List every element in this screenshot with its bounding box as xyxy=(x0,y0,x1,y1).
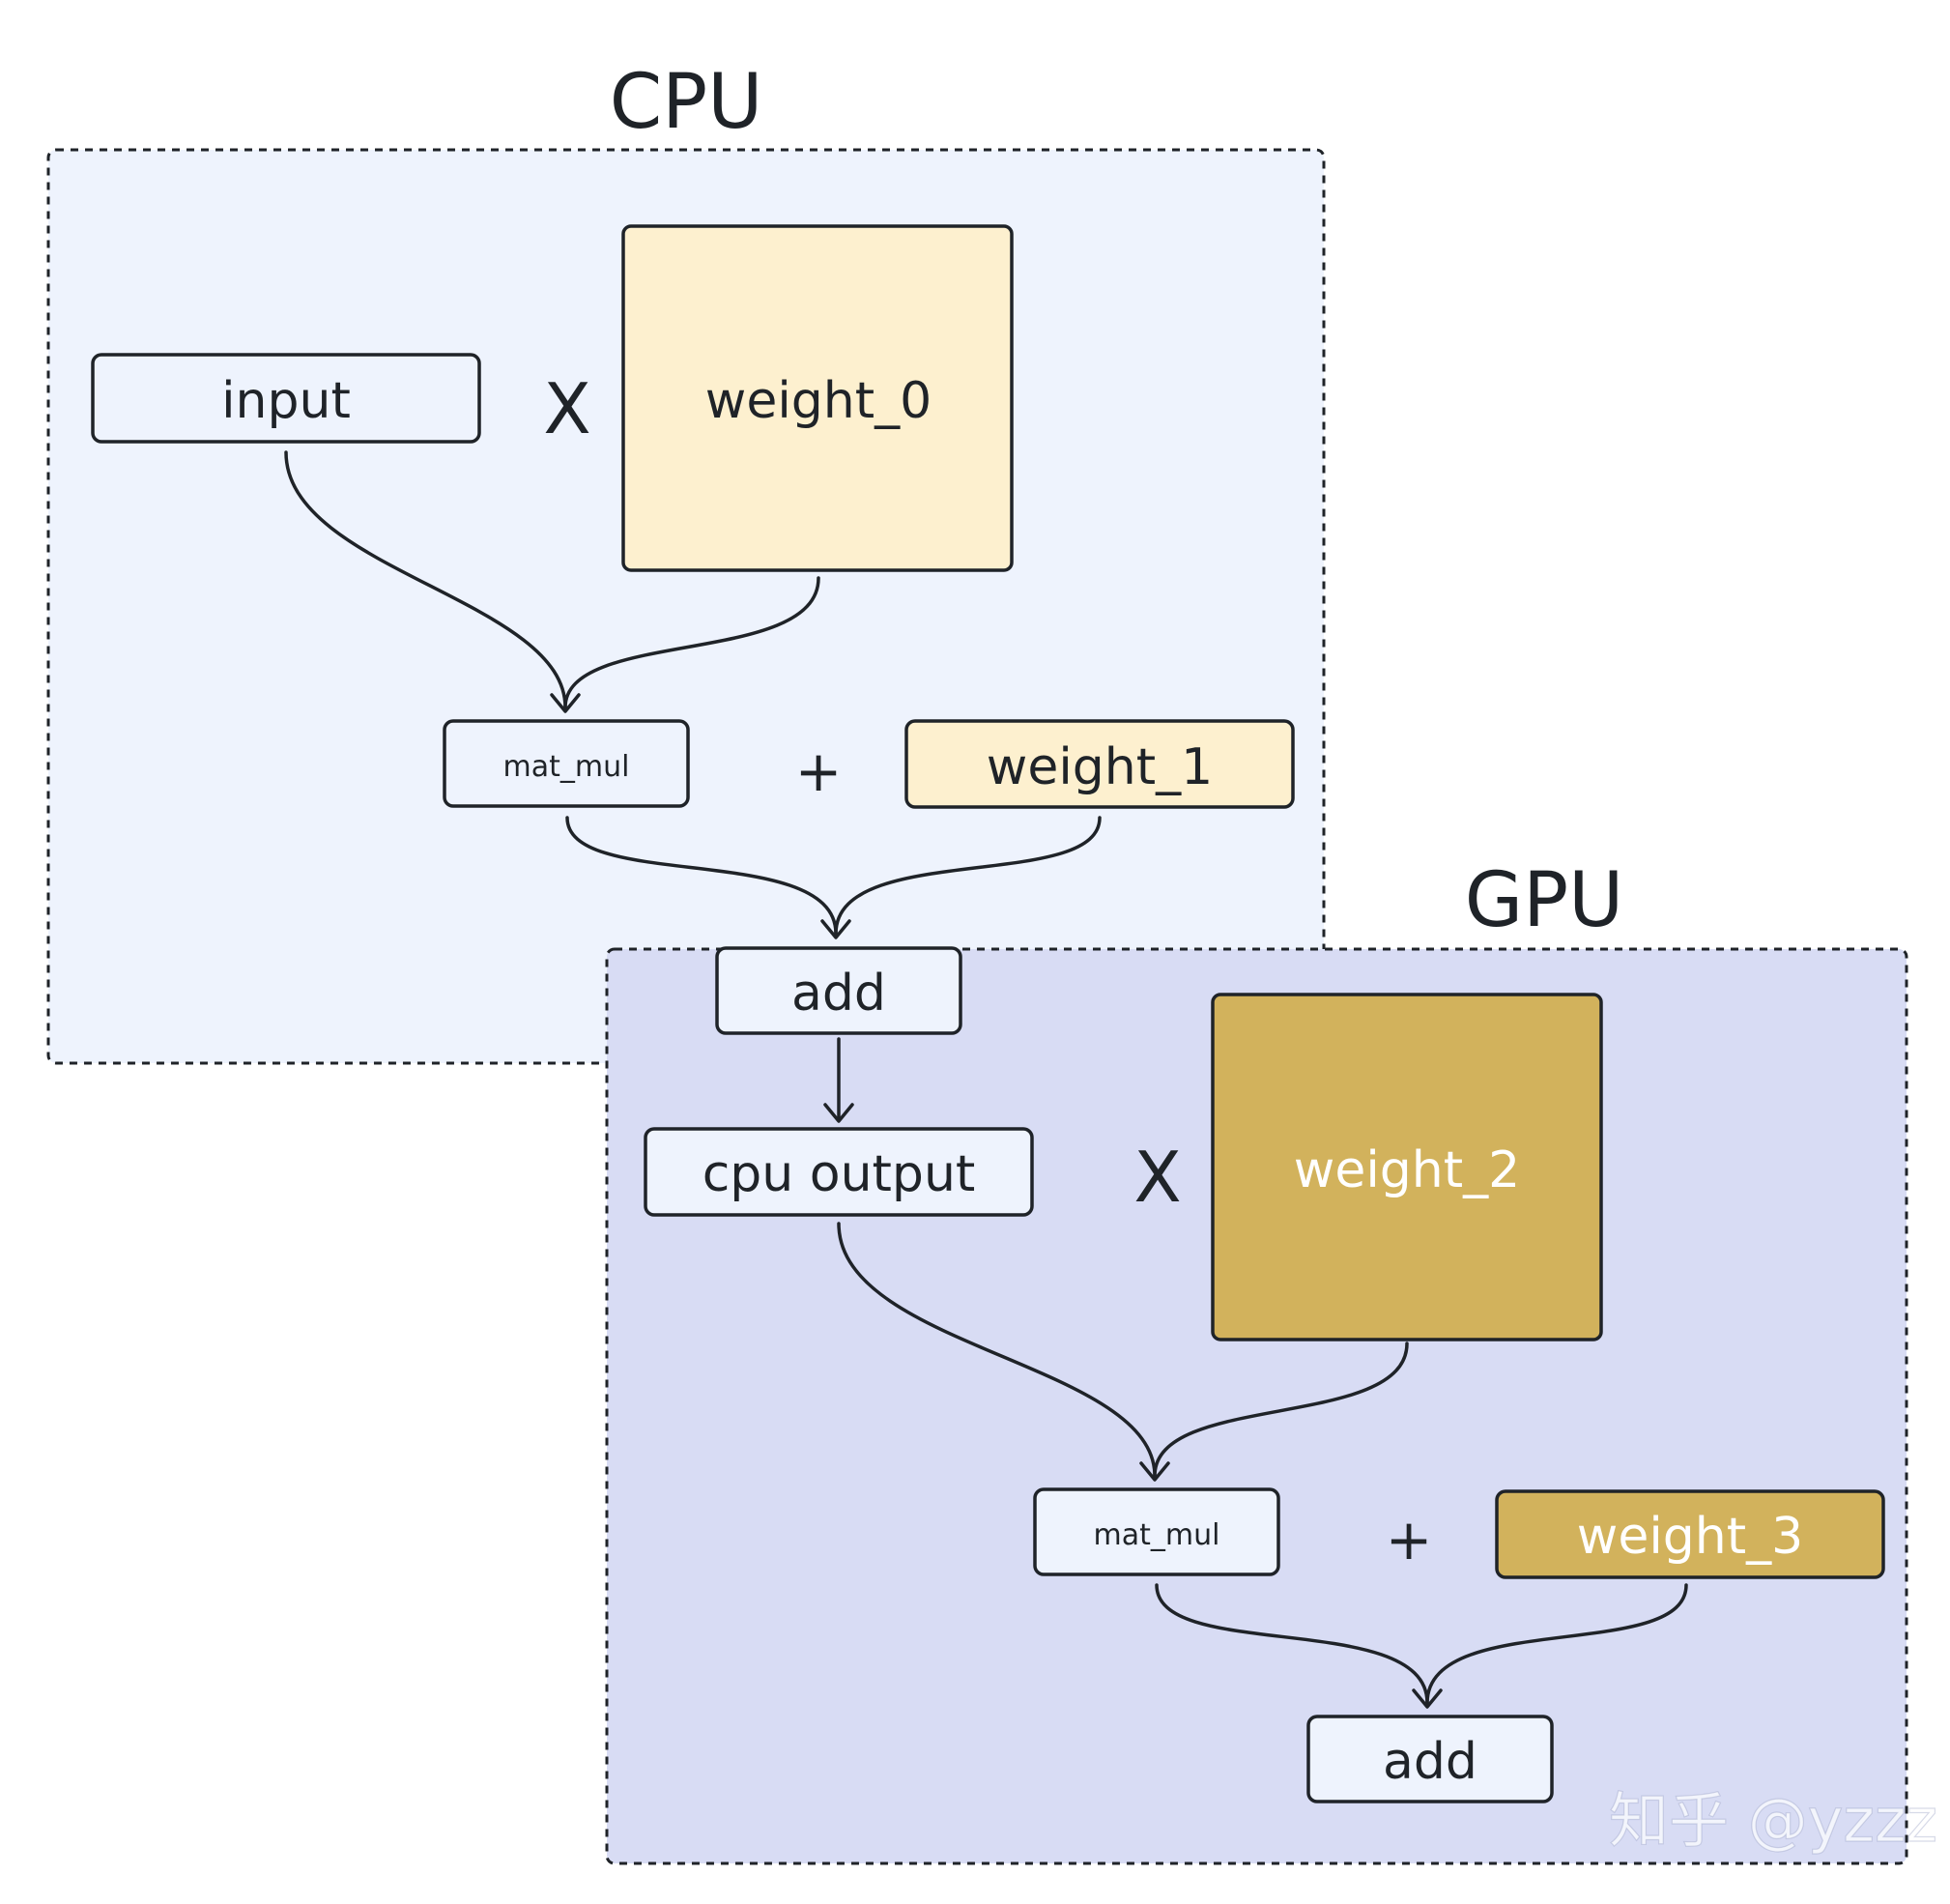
cpu-add-node xyxy=(715,946,962,1035)
edge-weight1-to-cpu-add xyxy=(834,816,1102,936)
cpu-mat-mul-node-label: mat_mul xyxy=(503,750,630,784)
weight-3-node xyxy=(1495,1489,1885,1579)
arrow-head-gpu-add xyxy=(1412,1688,1443,1709)
edge-input-to-cpu-mat-mul xyxy=(284,450,567,709)
cpu-output-node-label: cpu output xyxy=(703,1145,976,1203)
weight-1-node-label: weight_1 xyxy=(987,738,1213,796)
cpu-group-title: CPU xyxy=(610,59,763,146)
cpu-output-node xyxy=(644,1127,1034,1217)
arrow-head-cpu-mat-mul xyxy=(550,693,581,713)
edge-cpu-output-to-gpu-mat-mul xyxy=(837,1222,1157,1478)
weight-1-node xyxy=(904,719,1295,809)
weight-0-node-label: weight_0 xyxy=(705,372,932,430)
gpu-add-node xyxy=(1306,1715,1554,1803)
weight-3-node-label: weight_3 xyxy=(1577,1508,1803,1566)
weight-2-node-label: weight_2 xyxy=(1294,1141,1520,1199)
edge-cpu-mat-mul-to-cpu-add xyxy=(565,816,838,936)
input-node-label: input xyxy=(221,372,351,430)
gpu-add-node-label: add xyxy=(1383,1733,1477,1791)
input-node xyxy=(91,353,481,444)
gpu-mat-mul-node-label: mat_mul xyxy=(1094,1518,1220,1552)
weight-0-node xyxy=(621,224,1014,572)
arrow-head-cpu-output xyxy=(823,1103,854,1123)
arrow-head-cpu-add xyxy=(820,919,851,939)
edge-weight2-to-gpu-mat-mul xyxy=(1153,1341,1409,1478)
cpu-mat-mul-node xyxy=(443,719,690,808)
cpu-multiply-operator: X xyxy=(543,368,590,449)
edge-weight0-to-cpu-mat-mul xyxy=(563,576,820,709)
weight-2-node xyxy=(1211,993,1603,1341)
gpu-multiply-operator: X xyxy=(1133,1137,1181,1218)
edge-gpu-mat-mul-to-gpu-add xyxy=(1155,1583,1429,1705)
edge-weight3-to-gpu-add xyxy=(1425,1583,1688,1705)
arrow-head-gpu-mat-mul xyxy=(1139,1461,1170,1482)
cpu-plus-operator: + xyxy=(795,738,843,804)
cpu-add-node-label: add xyxy=(791,965,886,1023)
gpu-mat-mul-node xyxy=(1033,1487,1280,1576)
watermark: 知乎 @yzzz xyxy=(1609,1785,1937,1856)
gpu-plus-operator: + xyxy=(1386,1507,1433,1572)
gpu-group-title: GPU xyxy=(1465,857,1624,944)
